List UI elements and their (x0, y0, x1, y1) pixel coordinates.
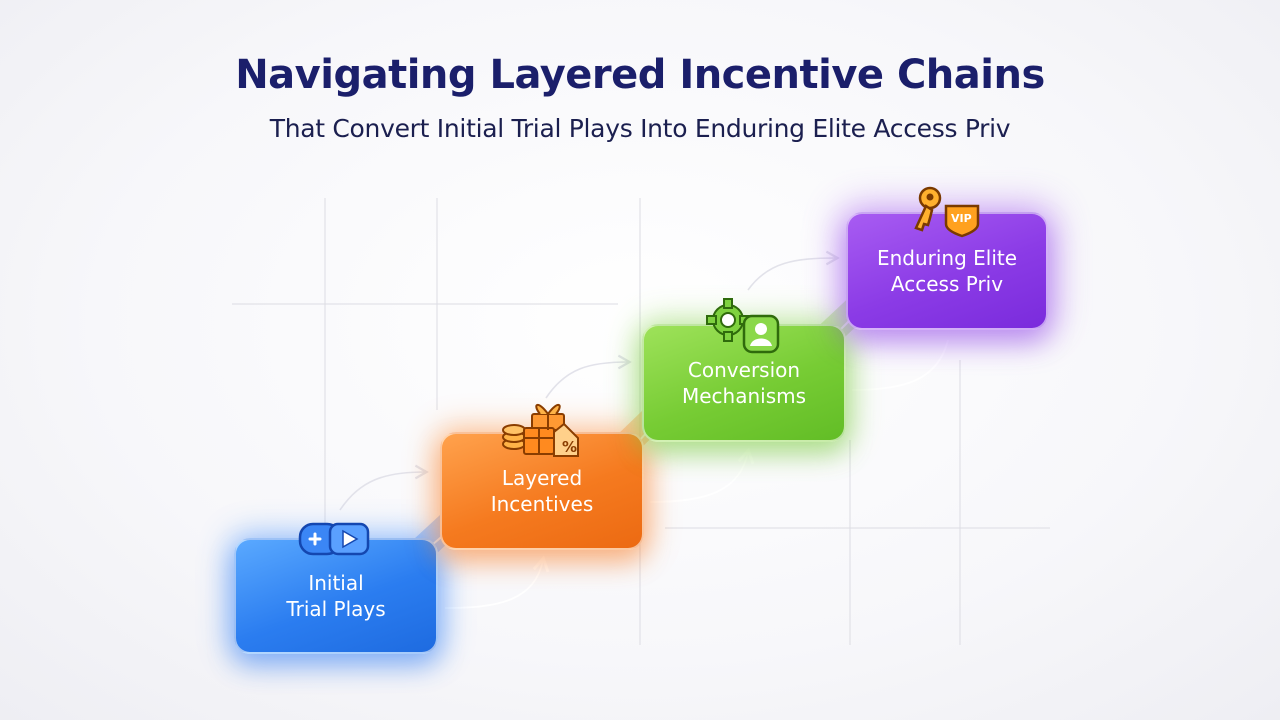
step-label-line2: Access Priv (890, 272, 1004, 296)
step-label-line1: Enduring Elite (876, 246, 1018, 270)
step-initial-trial-plays: Initial Trial Plays (234, 538, 438, 654)
step-enduring-elite-access: Enduring Elite Access Priv (846, 212, 1048, 330)
page-title: Navigating Layered Incentive Chains (235, 52, 1045, 98)
vip-badge-text: VIP (951, 212, 972, 225)
step-label-line2: Trial Plays (286, 597, 386, 621)
page-subtitle: That Convert Initial Trial Plays Into En… (269, 114, 1011, 143)
step-label-line1: Initial (308, 571, 364, 595)
gear-user-icon (706, 298, 780, 354)
percent-badge: % (562, 438, 577, 456)
gift-coins-discount-icon: % (502, 404, 579, 457)
step-label-line2: Incentives (490, 492, 594, 516)
step-label-line2: Mechanisms (681, 384, 807, 408)
step-label-line1: Layered (501, 466, 583, 490)
key-vip-icon: VIP (914, 186, 980, 238)
game-controller-play-icon (298, 522, 370, 556)
step-label-line1: Conversion (687, 358, 801, 382)
